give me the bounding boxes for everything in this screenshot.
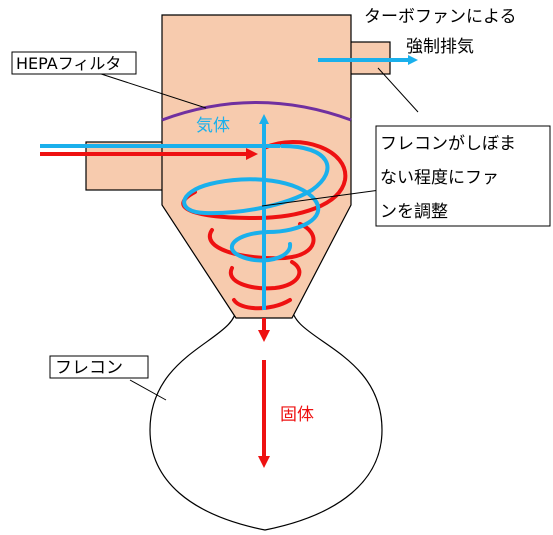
leader-fan <box>377 67 419 113</box>
gas-label: 気体 <box>196 116 230 136</box>
hepa-label-box <box>11 51 137 75</box>
flecon-label: フレコン <box>55 358 123 378</box>
cyclone-vessel <box>161 14 352 319</box>
flecon-label-box <box>49 355 149 379</box>
inlet-duct <box>85 141 165 191</box>
adjust-label-line2: ない程度にファ <box>380 168 499 188</box>
fan-label: ターボファンによる <box>364 7 517 27</box>
leader-hepa <box>94 71 207 109</box>
leader-adjust <box>261 189 381 207</box>
leader-flecon <box>129 379 167 401</box>
hepa-filter-line <box>161 101 352 122</box>
solid-label: 固体 <box>280 405 314 425</box>
exhaust-label: 強制排気 <box>406 37 474 57</box>
adjust-label-line1: フレコンがしぼま <box>380 134 516 154</box>
adjust-label-box <box>375 125 551 227</box>
adjust-label-line3: ンを調整 <box>380 202 448 222</box>
hepa-label: HEPAフィルタ <box>16 54 121 73</box>
gas-spiral <box>182 144 330 263</box>
